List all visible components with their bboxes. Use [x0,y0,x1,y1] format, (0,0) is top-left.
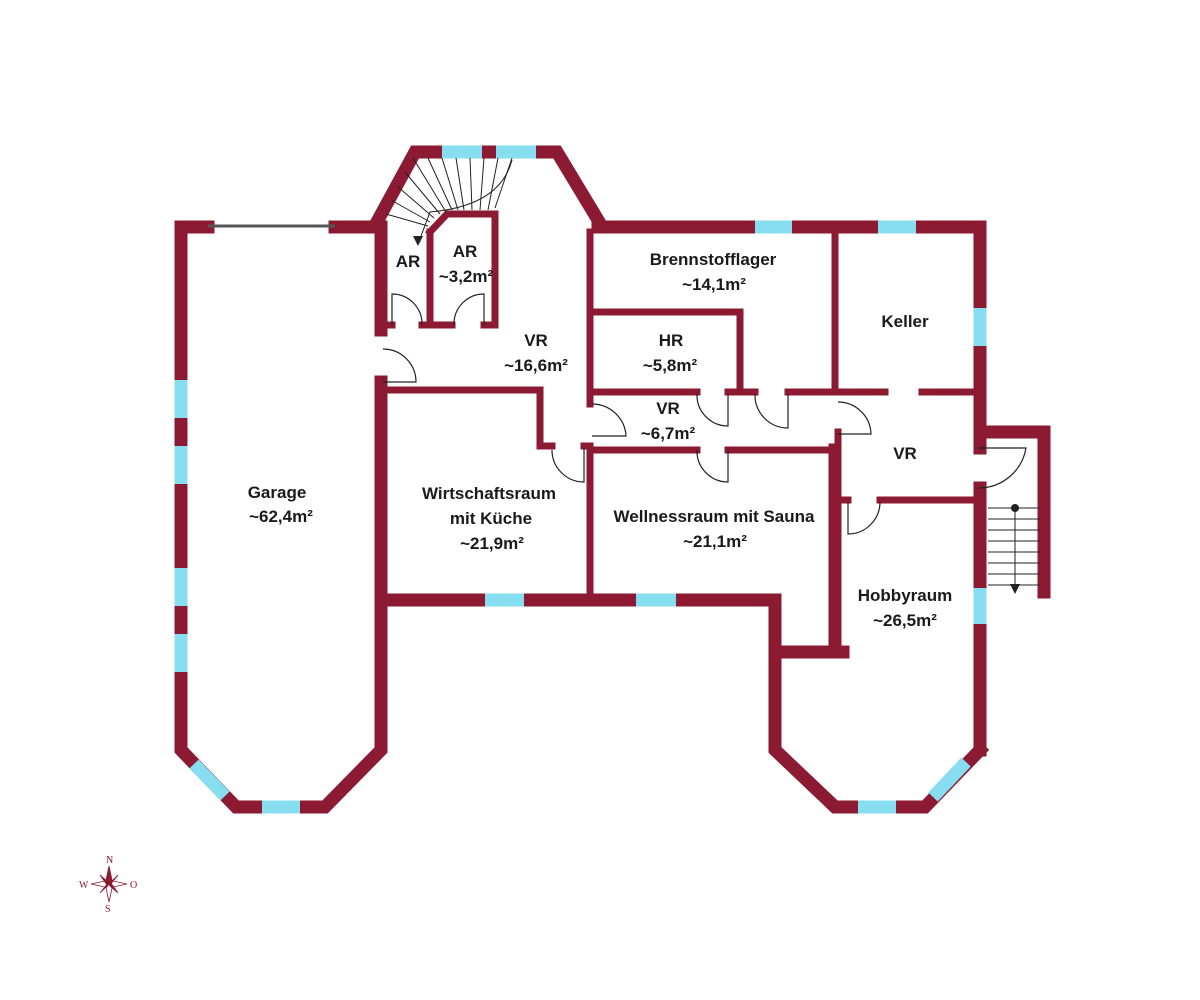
compass-s: S [105,904,111,915]
stair-north-arrow-line [417,159,513,245]
ar2-wall [425,210,499,329]
brenn-area: ~14,1m² [682,275,746,294]
stair-north [385,157,513,246]
wellness-area: ~21,1m² [683,532,747,551]
ar1-name: AR [396,252,421,271]
garage-name: Garage [248,483,307,502]
window-garage-diag [189,759,230,801]
wirtschaft-top-wall [380,386,556,450]
stair-east-arrowhead [1010,584,1020,594]
wellness-name: Wellnessraum mit Sauna [614,507,815,526]
stair-east-arrow-start [1011,504,1019,512]
ar2-name: AR [453,242,478,261]
door-wirtschaft [551,448,585,483]
wirtschaft-area: ~21,9m² [460,534,524,553]
brenn-name: Brennstofflager [650,250,777,269]
door-ar1 [391,293,423,326]
walls [174,145,1051,814]
hr-area: ~5,8m² [643,356,698,375]
door-garage-vr [382,348,417,383]
vr3-name: VR [893,444,917,463]
vr1-name: VR [524,331,548,350]
stair-bay-wall [369,145,607,229]
stair-north-arrowhead [413,236,423,246]
compass-w: W [79,880,89,891]
hobby-area: ~26,5m² [873,611,937,630]
door-ar2 [453,293,485,326]
door-exterior [977,447,1027,489]
doors [382,293,1027,535]
compass-icon [90,865,128,903]
garage-wall-outer [174,220,388,814]
door-vr3 [837,401,872,435]
wirtschaft-name: Wirtschaftsraum [422,484,556,503]
vr2-area: ~6,7m² [641,424,696,443]
ar2-area: ~3,2m² [439,267,494,286]
compass-o: O [130,880,137,891]
hobby-name: Hobbyraum [858,586,952,605]
vr1-area: ~16,6m² [504,356,568,375]
door-vr-vr2 [591,403,627,437]
stair-bump-wall [973,425,1051,599]
compass-rose: N S W O [79,855,137,915]
garage-area: ~62,4m² [249,507,313,526]
wirtschaft-name2: mit Küche [450,509,532,528]
door-hobby [847,501,881,535]
room-labels: Garage ~62,4m² AR AR ~3,2m² VR ~16,6m² B… [248,242,953,630]
door-wellness [696,449,729,483]
hr-name: HR [659,331,684,350]
window-hobby-bay-diag [928,757,971,802]
inner-walls [380,210,980,604]
keller-name: Keller [881,312,929,331]
compass-n: N [106,855,113,866]
vr2-name: VR [656,399,680,418]
door-hr [696,393,729,427]
windows [174,145,987,814]
door-brenn [754,393,789,429]
stair-east [988,504,1040,594]
